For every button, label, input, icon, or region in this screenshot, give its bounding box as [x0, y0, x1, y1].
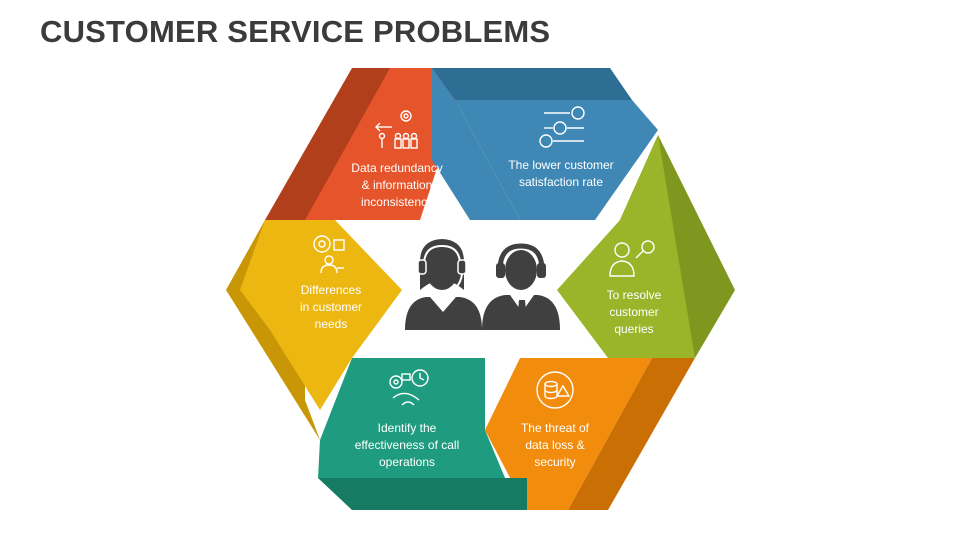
page-title: CUSTOMER SERVICE PROBLEMS: [40, 14, 551, 49]
label-satisfaction-rate: The lower customer satisfaction rate: [508, 158, 614, 189]
data-security-icon: [536, 371, 574, 409]
label-customer-needs: Differences in customer needs: [299, 283, 363, 331]
satisfaction-rating-icon: [539, 106, 585, 148]
segment-satisfaction-rate: [432, 68, 658, 220]
segment-call-operations: [318, 358, 527, 510]
label-data-redundancy: Data redundancy & information inconsiste…: [351, 161, 443, 209]
call-operations-icon: [389, 369, 429, 406]
label-call-operations: Identify the effectiveness of call opera…: [354, 421, 460, 469]
label-resolve-queries: To resolve customer queries: [606, 288, 662, 336]
customer-needs-icon: [313, 235, 345, 274]
segment-resolve-queries: [557, 135, 735, 358]
segment-data-redundancy: [265, 68, 470, 220]
segment-customer-needs: [226, 220, 402, 440]
label-data-security: The threat of data loss & security: [520, 421, 590, 469]
segment-data-security: [485, 358, 695, 510]
customer-search-icon: [609, 240, 655, 277]
team-hierarchy-icon: [375, 110, 418, 149]
call-center-agents-icon: [405, 239, 560, 330]
